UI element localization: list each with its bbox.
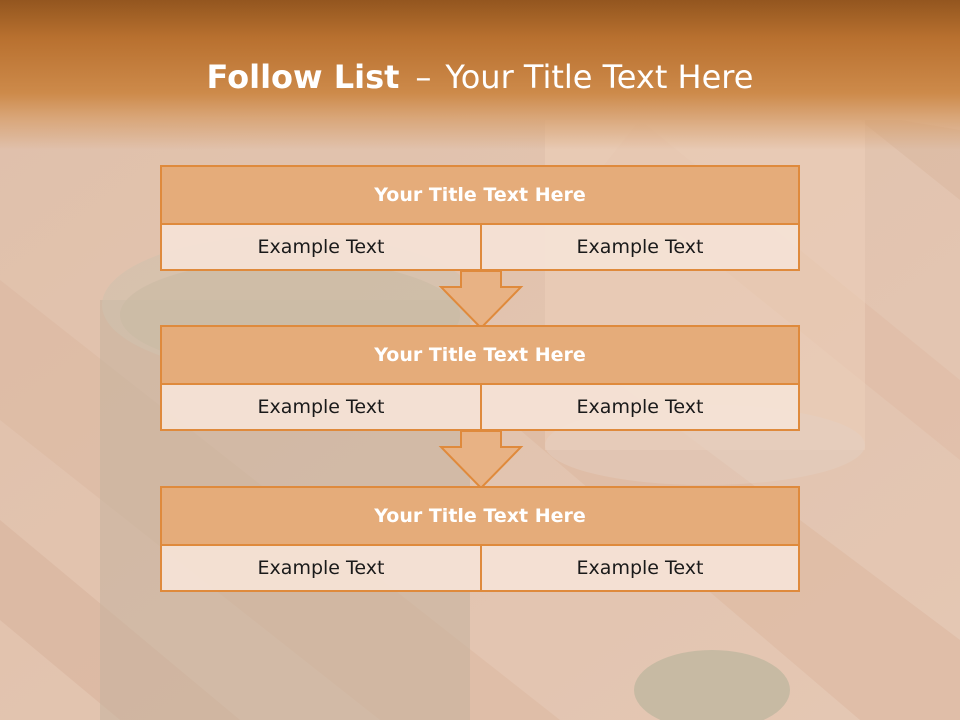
step-title: Your Title Text Here (162, 327, 798, 385)
slide-title-bold: Follow List (206, 58, 400, 96)
step-cell-left: Example Text (162, 225, 482, 269)
down-arrow-icon (438, 270, 524, 330)
step-box: Your Title Text Here Example Text Exampl… (160, 325, 800, 431)
step-cell-right: Example Text (482, 225, 798, 269)
step-box: Your Title Text Here Example Text Exampl… (160, 486, 800, 592)
down-arrow-icon (438, 430, 524, 490)
step-cell-right: Example Text (482, 385, 798, 429)
step-box: Your Title Text Here Example Text Exampl… (160, 165, 800, 271)
step-cell-left: Example Text (162, 385, 482, 429)
slide-title-separator: – (415, 58, 432, 96)
title-band (0, 0, 960, 150)
slide-title-rest: Your Title Text Here (445, 58, 754, 96)
step-cell-right: Example Text (482, 546, 798, 590)
slide-title: Follow List–Your Title Text Here (0, 52, 960, 102)
step-cell-left: Example Text (162, 546, 482, 590)
step-title: Your Title Text Here (162, 488, 798, 546)
step-title: Your Title Text Here (162, 167, 798, 225)
